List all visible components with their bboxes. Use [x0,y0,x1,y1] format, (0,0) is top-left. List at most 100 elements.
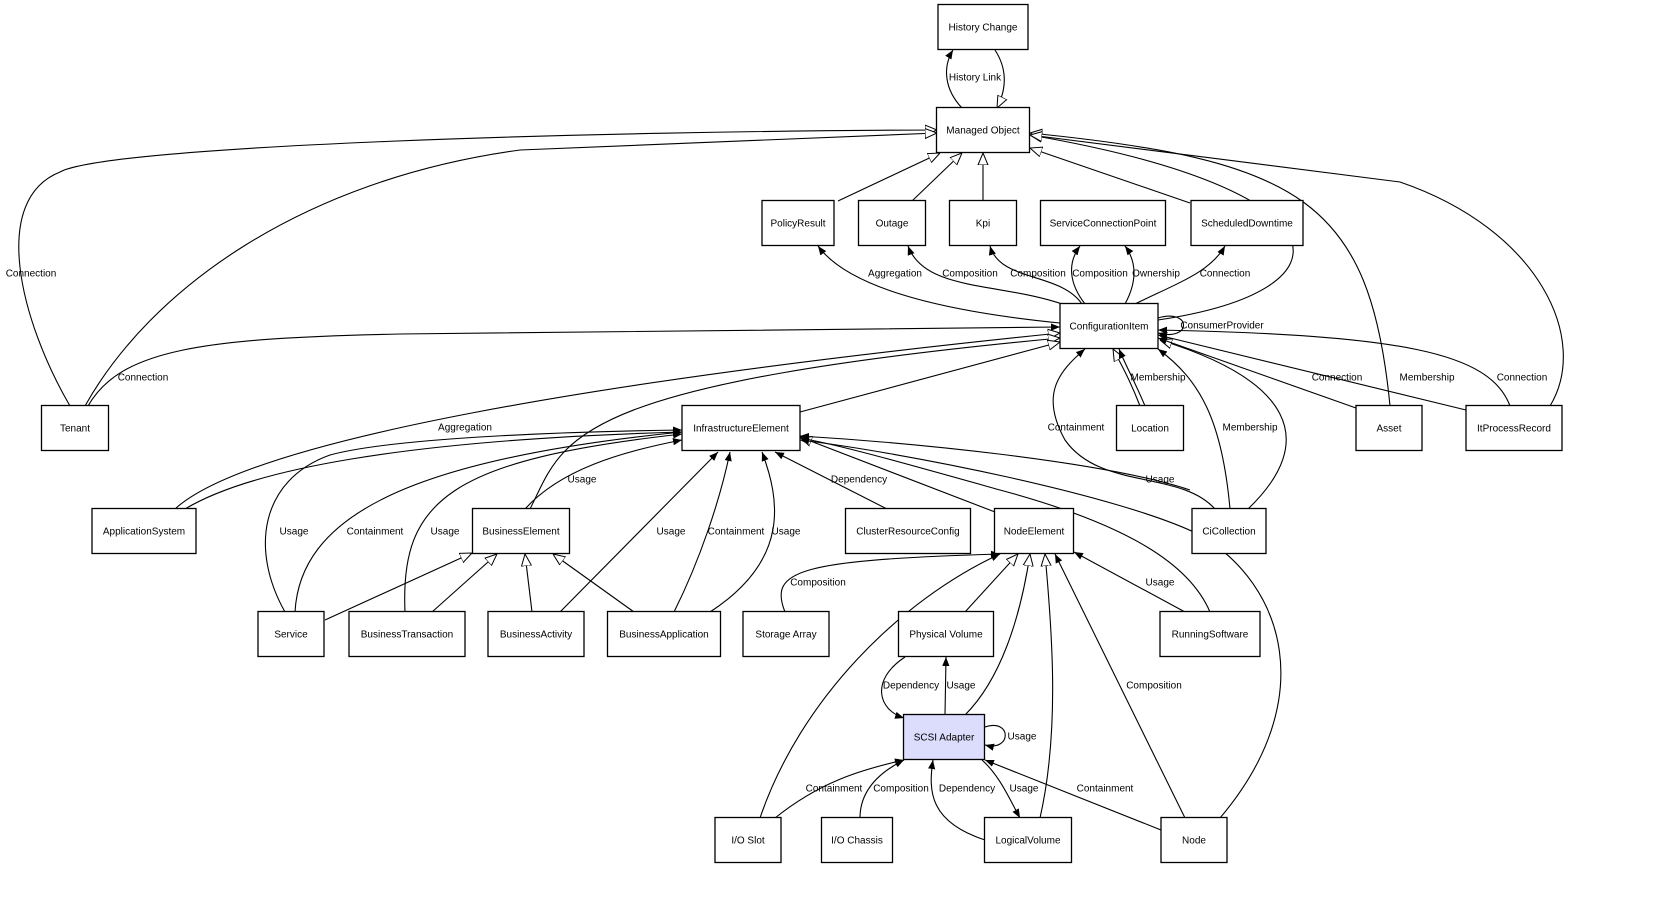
class-name: Tenant [60,424,90,435]
edge-cicollection-to-configurationitem [1160,340,1287,510]
class-node-historychange[interactable]: History Change [937,3,1029,51]
association-arrow [184,428,683,510]
edge-ioslot-to-nodeelement [759,553,1001,819]
class-node-cicollection[interactable]: CiCollection [1191,507,1267,555]
class-name: Node [1182,836,1206,847]
class-node-outage[interactable]: Outage [857,199,927,247]
association-arrow [759,553,1001,819]
class-node-configurationitem[interactable]: ConfigurationItem [1059,302,1159,350]
class-node-scsiadapter[interactable]: SCSI Adapter [902,713,986,761]
class-node-businessactivity[interactable]: BusinessActivity [487,610,585,658]
edge-configurationitem-to-policyresult [817,245,1061,324]
class-name: ApplicationSystem [103,527,185,538]
edge-label: Membership [1399,373,1454,384]
edge-itprocessrecord-to-configurationitem [1157,333,1467,411]
class-node-nodeelement[interactable]: NodeElement [993,507,1075,555]
class-node-asset[interactable]: Asset [1355,404,1423,452]
association-arrow [1157,326,1511,407]
class-name: BusinessElement [482,527,559,538]
association-arrow [294,429,683,613]
association-arrow [1157,333,1467,411]
edge-label: Containment [806,784,863,795]
association-arrow [945,49,963,109]
edge-applicationsystem-to-configurationitem [174,333,1060,510]
edge-label: Composition [942,269,998,280]
edge-asset-to-configurationitem [1157,337,1357,409]
class-name: ServiceConnectionPoint [1050,219,1157,230]
association-arrow [1054,553,1186,819]
edge-label: Connection [1312,373,1363,384]
association-arrow [988,245,1083,305]
edge-configurationitem-to-outage [907,245,1066,306]
class-node-infrastructureelement[interactable]: InfrastructureElement [681,404,801,452]
class-node-physicalvolume[interactable]: Physical Volume [897,610,995,658]
class-node-kpi[interactable]: Kpi [948,199,1018,247]
edge-label: Containment [1077,784,1134,795]
class-name: BusinessTransaction [361,630,453,641]
association-arrow [774,451,888,510]
edge-label: Dependency [939,784,995,795]
class-name: BusinessActivity [500,630,572,641]
association-arrow [1124,245,1135,305]
class-node-businesstransaction[interactable]: BusinessTransaction [348,610,466,658]
class-node-businesselement[interactable]: BusinessElement [471,507,571,555]
class-node-serviceconnectionpoint[interactable]: ServiceConnectionPoint [1039,199,1167,247]
inheritance-arrow [1030,148,1191,204]
class-node-node[interactable]: Node [1160,816,1228,864]
class-node-iochassis[interactable]: I/O Chassis [820,816,894,864]
class-box [857,199,927,247]
association-arrow [780,550,1001,613]
class-name: InfrastructureElement [693,424,789,435]
class-node-ioslot[interactable]: I/O Slot [714,816,782,864]
edge-businessapplication-to-infrastructureelement [709,451,776,613]
inheritance-arrow [1113,349,1141,407]
edge-cicollection-to-configurationitem [1052,348,1216,510]
class-box [606,610,722,658]
class-box [471,507,571,555]
class-node-location[interactable]: Location [1115,404,1185,452]
class-node-clusterresourceconfig[interactable]: ClusterResourceConfig [844,507,972,555]
edge-label: Containment [347,527,404,538]
association-arrow [817,245,1061,324]
class-node-managedobject[interactable]: Managed Object [935,106,1031,154]
edge-cicollection-to-infrastructureelement [799,432,1191,491]
class-node-runningsoftware[interactable]: RunningSoftware [1159,610,1261,658]
class-node-itprocessrecord[interactable]: ItProcessRecord [1465,404,1563,452]
edge-label: Connection [1200,269,1251,280]
class-node-businessapplication[interactable]: BusinessApplication [606,610,722,658]
edge-scsiadapter-to-scsiadapter [984,724,1006,751]
edge-label: Composition [873,784,929,795]
class-name: Storage Array [755,630,816,641]
class-node-applicationsystem[interactable]: ApplicationSystem [91,507,197,555]
inheritance-arrow [1039,554,1054,819]
class-name: Location [1131,424,1169,435]
edge-applicationsystem-to-infrastructureelement [184,428,683,510]
association-arrow [984,759,1162,831]
edge-runningsoftware-to-nodeelement [1073,551,1186,613]
edge-runningsoftware-to-infrastructureelement [799,436,1211,613]
edge-scsiadapter-to-physicalvolume [942,656,950,716]
association-arrow [265,426,683,613]
class-node-logicalvolume[interactable]: LogicalVolume [983,816,1073,864]
edge-scsiadapter-to-nodeelement [964,554,1030,716]
class-name: NodeElement [1004,527,1065,538]
edge-itprocessrecord-to-managedobject [1030,135,1564,407]
edge-node-to-nodeelement [1054,553,1186,819]
association-arrow [984,724,1006,751]
class-name: I/O Slot [731,836,765,847]
association-arrow [1157,348,1231,510]
class-name: Managed Object [946,126,1020,137]
association-arrow [1071,245,1086,305]
class-node-service[interactable]: Service [257,610,325,658]
inheritance-arrow [431,554,497,613]
edge-label: Membership [1130,373,1185,384]
edge-scheduleddowntime-to-managedobject [1030,148,1191,204]
class-node-tenant[interactable]: Tenant [40,404,110,452]
class-node-policyresult[interactable]: PolicyResult [761,199,835,247]
inheritance-arrow [994,49,1004,108]
class-node-storagearray[interactable]: Storage Array [742,610,830,658]
class-node-scheduleddowntime[interactable]: ScheduledDowntime [1190,199,1304,247]
class-box [1191,507,1267,555]
association-arrow [559,451,719,613]
class-name: LogicalVolume [995,836,1060,847]
